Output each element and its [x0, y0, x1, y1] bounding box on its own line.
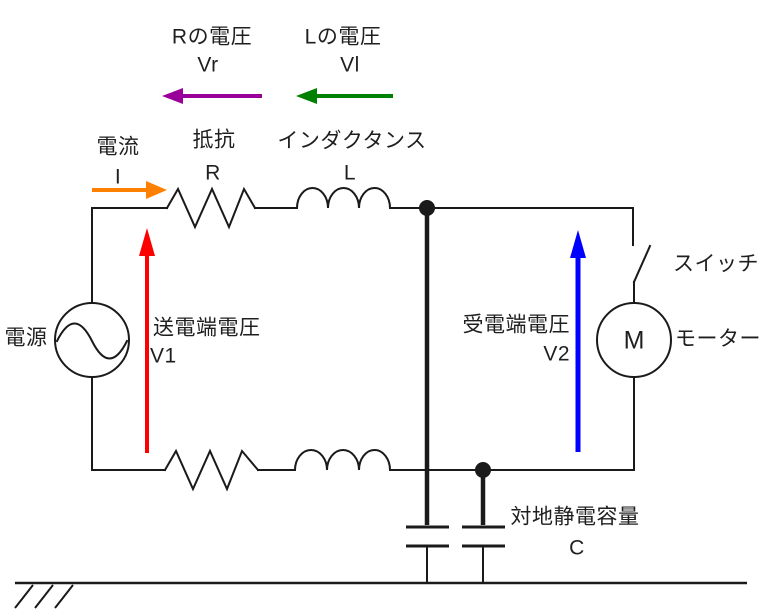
current-label: 電流	[96, 135, 140, 159]
ground-symbol	[14, 581, 747, 609]
v2-arrow-head	[570, 230, 586, 258]
current-arrow-head	[146, 181, 167, 199]
left-wire-upper	[91, 207, 168, 304]
v2-arrow	[570, 230, 586, 452]
v1-arrow	[139, 228, 155, 453]
ground-hatch-2	[34, 584, 54, 609]
inductor-symbol	[295, 187, 392, 210]
vr-arrow	[162, 88, 262, 104]
motor-label: モーター	[675, 327, 761, 351]
junction-dot-bottom	[475, 462, 491, 478]
circuit-wires	[54, 186, 672, 492]
capacitance-label: 対地静電容量	[510, 505, 640, 529]
top-wire-right	[389, 207, 634, 246]
return-resistor-symbol	[163, 448, 260, 492]
vl-symbol-label: Vl	[340, 53, 360, 77]
right-wire-lower	[389, 376, 635, 471]
receiving-voltage-label: 受電端電圧	[462, 313, 570, 337]
left-wire-lower	[91, 376, 166, 471]
vr-voltage-label: Rの電圧	[171, 25, 253, 49]
ac-source-circle	[54, 302, 130, 378]
current-symbol-label: I	[114, 165, 122, 189]
return-inductor-symbol	[293, 449, 392, 472]
line-capacitors	[406, 210, 505, 583]
switch-label: スイッチ	[673, 252, 759, 276]
junction-dots	[419, 200, 491, 478]
ac-source-sine	[55, 322, 129, 360]
vr-arrow-head	[162, 88, 183, 104]
current-arrow	[92, 181, 167, 199]
inductance-label: インダクタンス	[277, 129, 427, 153]
vr-symbol-label: Vr	[197, 53, 219, 77]
resistance-symbol-label: R	[205, 161, 221, 185]
resistance-label: 抵抗	[192, 128, 236, 152]
sending-voltage-label: 送電端電圧	[153, 316, 261, 340]
vl-voltage-label: Lの電圧	[304, 25, 382, 49]
resistor-symbol	[165, 186, 257, 230]
junction-dot-top	[419, 200, 435, 216]
source-label: 電源	[4, 326, 48, 350]
switch-blade	[632, 244, 652, 284]
inductance-symbol-label: L	[343, 161, 357, 185]
sending-voltage-symbol-label: V1	[150, 344, 177, 368]
motor-m-label: M	[623, 326, 645, 355]
v1-arrow-head	[139, 228, 155, 256]
ground-hatch-3	[54, 584, 74, 609]
vl-arrow	[296, 88, 393, 104]
ground-hatch-1	[14, 584, 34, 609]
receiving-voltage-symbol-label: V2	[543, 342, 570, 366]
capacitance-symbol-label: C	[569, 536, 585, 560]
vl-arrow-head	[296, 88, 317, 104]
